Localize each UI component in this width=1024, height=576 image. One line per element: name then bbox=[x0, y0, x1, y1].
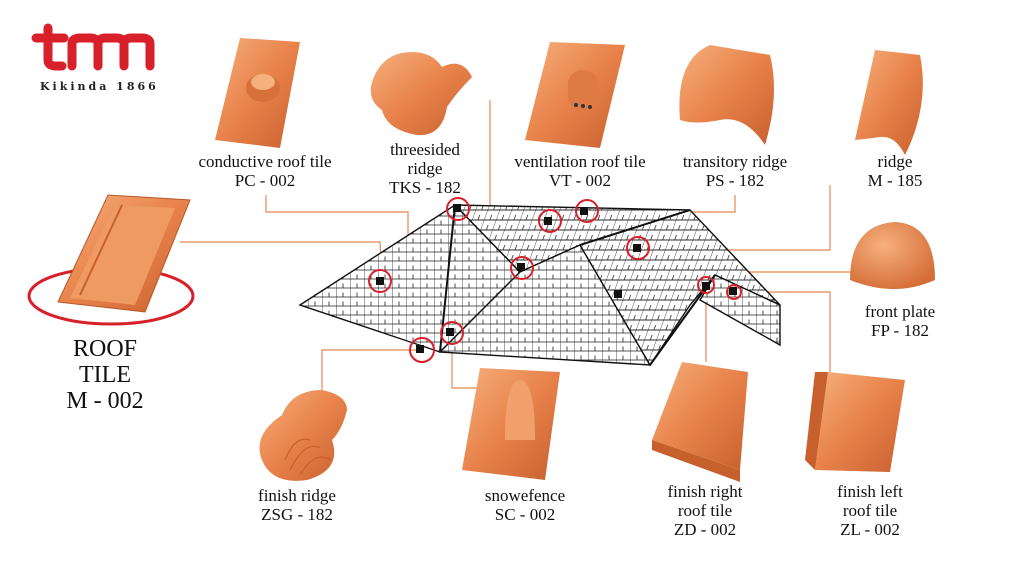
label-code: M - 185 bbox=[867, 171, 923, 190]
brand-tagline: Kikinda 1866 bbox=[40, 80, 159, 93]
label-snowefence: snowefence SC - 002 bbox=[470, 486, 580, 524]
label-ridge: ridge M - 185 bbox=[850, 152, 940, 190]
label-code: M - 002 bbox=[66, 388, 144, 414]
label-code: ZD - 002 bbox=[673, 520, 737, 539]
label-code: SC - 002 bbox=[494, 505, 556, 524]
label-name-line: ROOF bbox=[72, 336, 138, 362]
label-name-line: threesided bbox=[390, 140, 460, 159]
label-code: VT - 002 bbox=[548, 171, 611, 190]
label-code: TKS - 182 bbox=[389, 178, 461, 197]
product-ventilation-image bbox=[525, 42, 625, 148]
label-conductive: conductive roof tile PC - 002 bbox=[180, 152, 350, 190]
product-finish-left-image bbox=[805, 372, 905, 472]
label-finish-left: finish left roof tile ZL - 002 bbox=[815, 482, 925, 539]
label-code: ZL - 002 bbox=[840, 520, 900, 539]
product-conductive-image bbox=[215, 38, 300, 148]
roof-drawing bbox=[298, 204, 781, 367]
product-finish-right-image bbox=[652, 362, 748, 482]
label-transitory: transitory ridge PS - 182 bbox=[665, 152, 805, 190]
label-ventilation: ventilation roof tile VT - 002 bbox=[495, 152, 665, 190]
label-name-line: finish right bbox=[667, 482, 743, 501]
label-name-line: conductive roof tile bbox=[198, 152, 332, 171]
label-name-line: ridge bbox=[407, 159, 443, 178]
label-name-line: transitory ridge bbox=[682, 152, 788, 171]
label-finish-ridge: finish ridge ZSG - 182 bbox=[242, 486, 352, 524]
label-code: FP - 182 bbox=[871, 321, 929, 340]
product-threesided-image bbox=[370, 52, 472, 136]
label-name-line: roof tile bbox=[677, 501, 733, 520]
product-roof-tile-image bbox=[57, 194, 191, 313]
label-name-line: TILE bbox=[79, 362, 131, 388]
label-code: ZSG - 182 bbox=[261, 505, 333, 524]
product-transitory-image bbox=[679, 45, 774, 145]
label-name-line: finish ridge bbox=[258, 486, 336, 505]
label-finish-right: finish right roof tile ZD - 002 bbox=[650, 482, 760, 539]
product-snowefence-image bbox=[462, 368, 560, 480]
label-name-line: snowefence bbox=[484, 486, 566, 505]
label-code: PC - 002 bbox=[234, 171, 296, 190]
label-roof-tile: ROOF TILE M - 002 bbox=[30, 336, 180, 414]
product-front-plate-image bbox=[850, 222, 935, 289]
label-name-line: finish left bbox=[837, 482, 903, 501]
label-threesided: threesided ridge TKS - 182 bbox=[370, 140, 480, 197]
label-code: PS - 182 bbox=[705, 171, 765, 190]
tm-logo bbox=[31, 23, 155, 71]
label-name-line: front plate bbox=[864, 302, 936, 321]
label-front-plate: front plate FP - 182 bbox=[845, 302, 955, 340]
product-finish-ridge-image bbox=[259, 390, 347, 481]
label-name-line: roof tile bbox=[842, 501, 898, 520]
label-name-line: ventilation roof tile bbox=[514, 152, 646, 171]
label-name-line: ridge bbox=[877, 152, 913, 171]
product-ridge-image bbox=[855, 50, 923, 155]
